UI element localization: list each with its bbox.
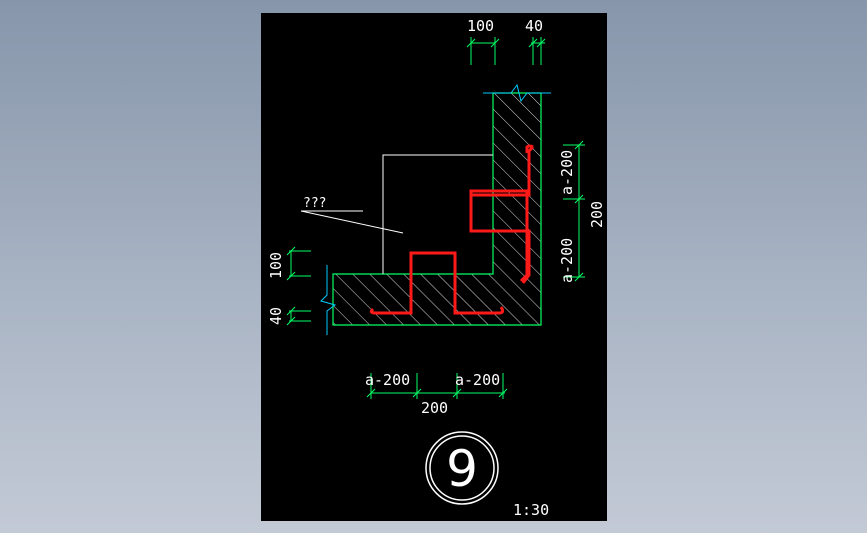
dimension-left	[286, 246, 311, 326]
break-line-top	[483, 83, 551, 103]
detail-drawing: 100 40 a-200 a-200 200 100	[267, 17, 606, 519]
dim-bottom-left: a-200	[365, 371, 410, 389]
dim-bottom-right: a-200	[455, 371, 500, 389]
concrete-section	[332, 92, 542, 326]
dim-bottom-total: 200	[421, 399, 448, 417]
dim-right-total: 200	[588, 201, 606, 228]
dim-right-upper: a-200	[558, 150, 576, 195]
dimension-bottom	[366, 373, 508, 399]
dim-top-100: 100	[467, 17, 494, 35]
dimension-right	[563, 140, 585, 282]
detail-circle-outer	[425, 431, 499, 505]
rebar-slab	[369, 251, 505, 315]
detail-number: 9	[446, 440, 478, 498]
dim-top-40: 40	[525, 17, 543, 35]
break-line-left	[320, 265, 337, 335]
note-leader-pointer	[300, 210, 404, 234]
dim-left-100: 100	[267, 252, 285, 279]
dim-left-40: 40	[267, 307, 285, 325]
scale-label: 1:30	[513, 501, 549, 519]
note-label: ???	[303, 196, 326, 211]
dim-right-lower: a-200	[558, 238, 576, 283]
rebar-wall-main	[469, 145, 535, 284]
note-leader-line	[382, 154, 493, 274]
cad-drawing-canvas[interactable]: 100 40 a-200 a-200 200 100	[261, 13, 607, 521]
detail-circle-inner	[429, 435, 495, 501]
dimension-top	[466, 37, 546, 65]
